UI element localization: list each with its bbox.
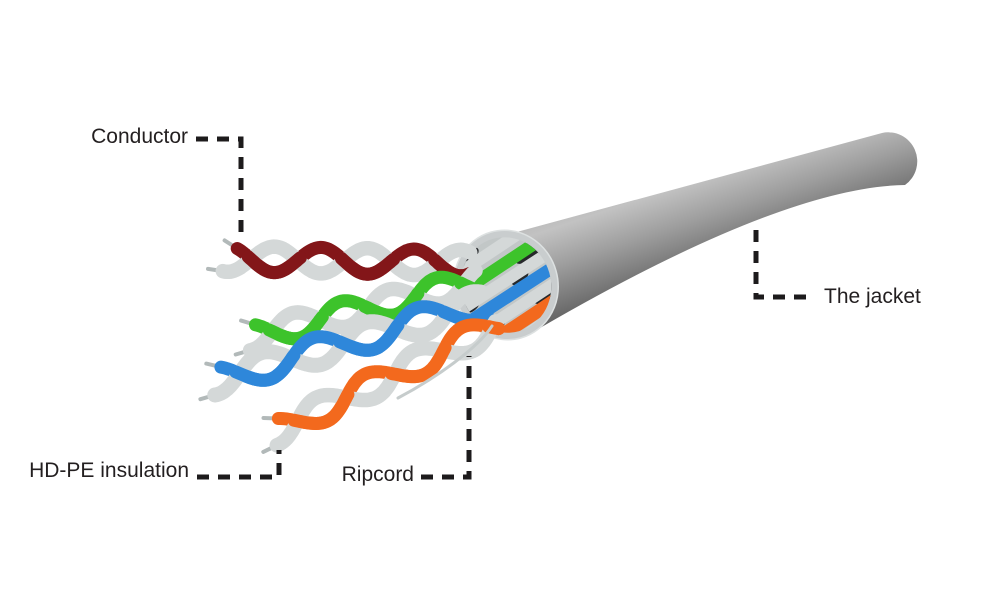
wire-white [242,263,483,358]
twisted-pairs [198,238,506,454]
cable-jacket-body [513,132,918,335]
jacket-leader-line [753,230,813,300]
ripcord-label: Ripcord [341,463,414,486]
hd-pe-insulation-label: HD-PE insulation [29,459,189,482]
jacket-label: The jacket [824,285,921,308]
twisted-pair-maroon [206,238,478,283]
hd-pe-insulation-leader-line [197,450,282,480]
ripcord-leader-line [421,356,472,480]
twisted-pair-blue [198,284,494,403]
ripcord-string [396,324,494,400]
conductor-label: Conductor [91,125,188,148]
conductor-leader-line [196,136,244,241]
